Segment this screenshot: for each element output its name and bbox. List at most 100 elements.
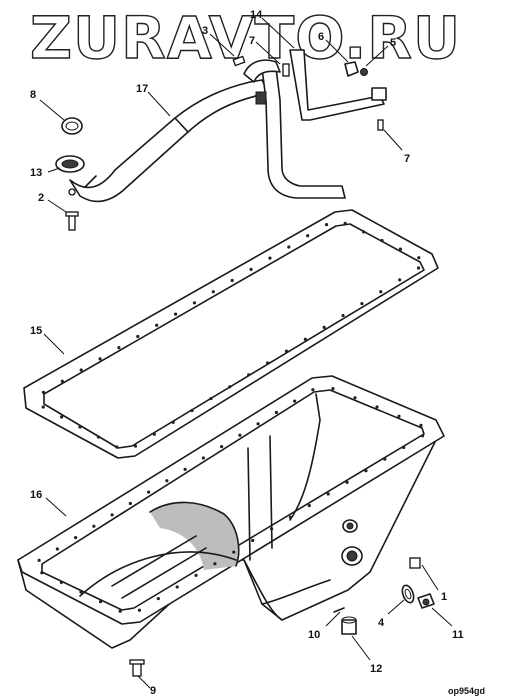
gasket-bolt-hole: [211, 290, 215, 294]
pan-bolt-hole: [331, 387, 335, 391]
gasket-bolt-hole: [230, 278, 234, 283]
callout-17: 17: [136, 83, 148, 95]
gasket-bolt-hole: [380, 238, 384, 243]
gasket-bolt-hole: [155, 323, 159, 327]
gasket-bolt-hole: [287, 245, 291, 249]
pan-bolt-hole: [183, 467, 187, 471]
oil-pan-gasket: [23, 209, 439, 459]
pan-bolt-hole: [37, 558, 41, 562]
callout-15: 15: [30, 325, 42, 337]
oil-pan: [17, 375, 445, 649]
pan-bolt-hole: [326, 492, 330, 496]
pan-bolt-hole: [175, 585, 179, 589]
gasket-bolt-hole: [322, 325, 326, 329]
callout-7-lower: 7: [404, 153, 410, 165]
gasket-bolt-hole: [209, 396, 213, 401]
pan-bolt-hole: [251, 538, 255, 543]
pan-bolt-hole: [194, 573, 198, 577]
pan-bolt-hole: [74, 535, 78, 540]
gasket-bolt-hole: [303, 337, 307, 341]
gasket-bolt-hole: [416, 266, 421, 270]
callout-12: 12: [370, 663, 382, 675]
pan-bolt-hole: [165, 479, 169, 483]
callout-16: 16: [30, 489, 42, 501]
callouts: 1 2 3 4 5 6 7 7 8 9 10 11 12: [30, 9, 464, 697]
gasket-bolt-hole: [379, 290, 383, 294]
pan-bolt-hole: [375, 405, 379, 409]
gasket-bolt-hole: [41, 405, 45, 409]
pan-bolt-hole: [137, 608, 142, 612]
pan-bolt-hole: [345, 480, 349, 484]
callout-2: 2: [38, 192, 44, 204]
pan-bolt-hole: [383, 457, 387, 461]
pan-bolt-hole: [293, 399, 297, 403]
pan-bolt-hole: [92, 524, 96, 528]
callout-11: 11: [452, 629, 464, 641]
pan-bolt-hole: [420, 434, 425, 438]
callout-10: 10: [308, 629, 320, 641]
gasket-bolt-hole: [398, 278, 402, 282]
gasket-bolt-hole: [136, 334, 140, 339]
pan-bolt-hole: [201, 456, 205, 460]
pan-bolt-hole: [397, 414, 401, 418]
pan-bolt-hole: [147, 490, 151, 494]
gasket-bolt-hole: [192, 301, 197, 305]
pan-bolt-hole: [238, 433, 242, 437]
pan-bolt-hole: [419, 423, 423, 427]
gasket-bolt-hole: [96, 435, 100, 439]
pan-bolt-hole: [364, 469, 368, 473]
gasket-bolt-hole: [78, 425, 82, 429]
gasket-bolt-hole: [360, 301, 364, 306]
gasket-bolt-hole: [117, 346, 121, 350]
callout-4: 4: [378, 617, 385, 629]
gasket-bolt-hole: [417, 256, 421, 260]
gasket-bolt-hole: [284, 349, 289, 353]
gasket-bolt-hole: [79, 368, 83, 372]
pan-bolt-hole: [353, 396, 357, 400]
gasket-bolt-hole: [152, 432, 156, 436]
suction-tube: [55, 59, 346, 203]
gasket-bolt-hole: [249, 267, 253, 271]
tube-bracket: [289, 49, 387, 121]
gasket-bolt-hole: [343, 221, 347, 225]
gasket-bolt-hole: [115, 445, 119, 449]
gasket-bolt-hole: [98, 357, 102, 361]
drain-parts: [129, 557, 435, 677]
gasket-bolt-hole: [60, 415, 64, 419]
gasket-bolt-hole: [341, 313, 345, 318]
gasket-bolt-hole: [190, 408, 194, 413]
pan-bolt-hole: [307, 503, 311, 508]
pan-bolt-hole: [402, 445, 406, 450]
gasket-bolt-hole: [268, 256, 272, 260]
pan-bolt-hole: [55, 547, 59, 551]
watermark-text: ZURAVTO.RU: [30, 4, 461, 72]
gasket-bolt-hole: [247, 373, 251, 377]
pan-bolt-hole: [311, 388, 315, 392]
pan-bolt-hole: [40, 571, 44, 575]
gasket-bolt-hole: [171, 420, 175, 424]
pan-bolt-hole: [220, 444, 224, 449]
pan-bolt-hole: [59, 580, 64, 585]
callout-14: 14: [250, 9, 263, 21]
pan-bolt-hole: [269, 527, 274, 531]
callout-13: 13: [30, 167, 42, 179]
pan-bolt-hole: [274, 410, 278, 415]
gasket-bolt-hole: [60, 379, 64, 383]
gasket-bolt-hole: [324, 222, 329, 227]
top-fasteners: [61, 55, 384, 231]
callout-8: 8: [30, 89, 36, 101]
callout-3: 3: [202, 25, 208, 37]
gasket-bolt-hole: [265, 361, 270, 365]
gasket-bolt-hole: [228, 385, 232, 389]
gasket-bolt-hole: [362, 230, 366, 234]
pan-bolt-hole: [110, 513, 114, 517]
gasket-bolt-hole: [173, 312, 178, 316]
pan-bolt-hole: [256, 422, 260, 426]
callout-7-upper: 7: [249, 35, 255, 47]
gasket-bolt-hole: [398, 247, 402, 251]
gasket-bolt-hole: [41, 390, 46, 395]
callout-6: 6: [318, 31, 324, 43]
pan-bolt-hole: [288, 515, 293, 519]
drawing-code: op954gd: [448, 686, 485, 696]
